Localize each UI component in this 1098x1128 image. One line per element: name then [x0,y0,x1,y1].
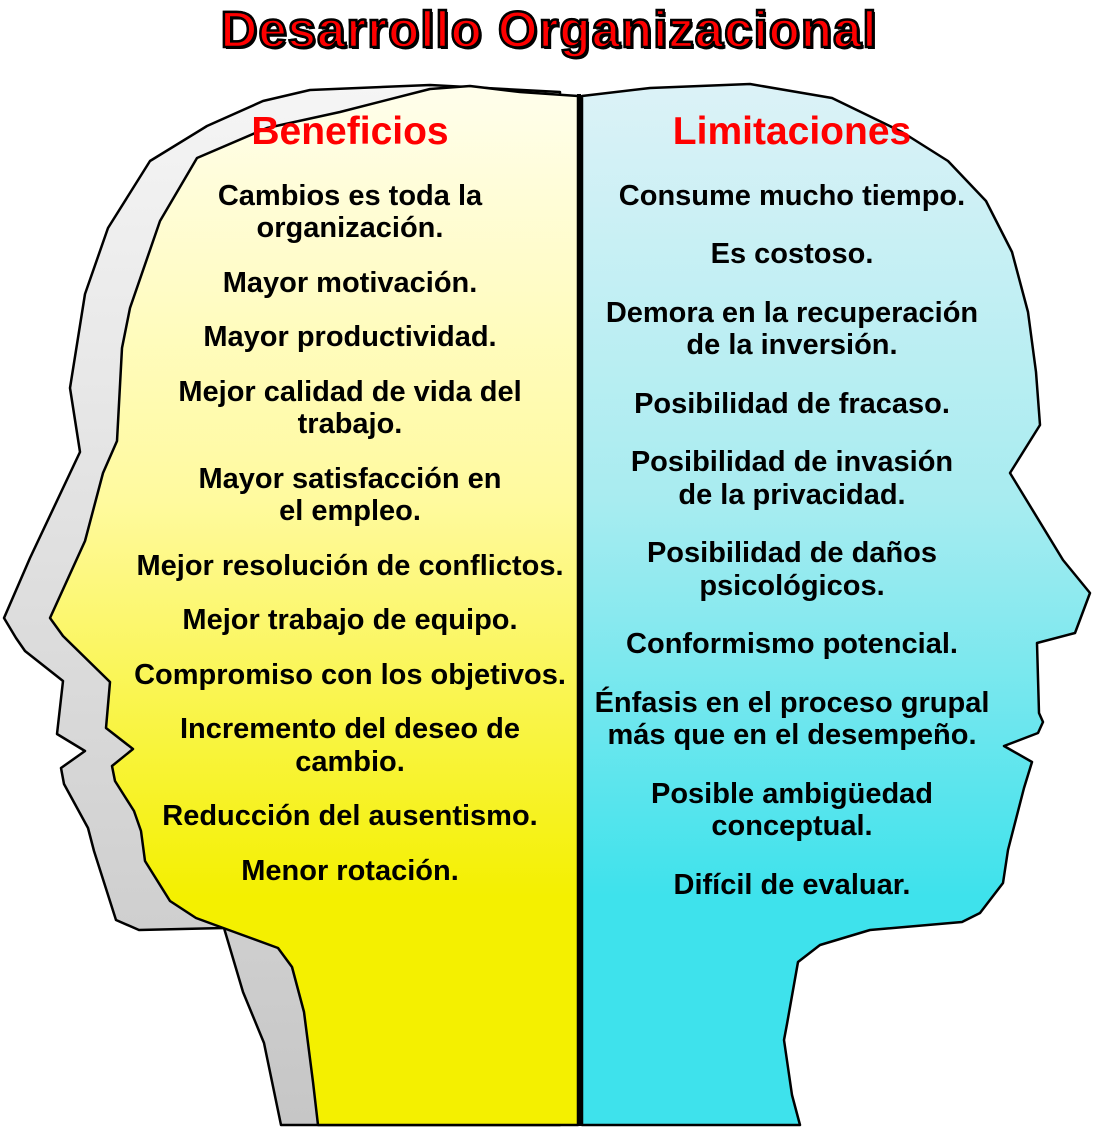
limitations-heading: Limitaciones [672,110,912,153]
benefit-item: Incremento del deseo de cambio. [179,713,521,778]
limitation-item: Posibilidad de fracaso. [634,387,950,420]
benefit-item: Reducción del ausentismo. [162,800,538,833]
benefit-item: Menor rotación. [241,854,459,887]
benefits-list: Cambios es toda la organización. Mayor mo… [105,180,595,887]
benefit-item: Cambios es toda la organización. [217,180,483,245]
benefit-item: Mejor calidad de vida del trabajo. [178,375,522,441]
limitation-item: Demora en la recuperación de la inversió… [605,296,979,362]
benefit-item: Mayor satisfacción en el empleo. [198,462,502,528]
limitation-item: Consume mucho tiempo. [618,180,966,212]
limitation-item: Énfasis en el proceso grupal más que en … [594,686,990,752]
benefit-item: Mayor motivación. [222,266,478,299]
page-title: Desarrollo Organizacional [219,0,878,59]
benefit-item: Mejor resolución de conflictos. [136,549,564,582]
limitations-list: Consume mucho tiempo. Es costoso. Demora e… [586,180,998,901]
limitation-item: Posibilidad de daños psicológicos. [646,537,938,602]
limitations-panel: Limitaciones Consume mucho tiempo. Es cos… [586,110,998,927]
right-head-shape [580,82,1092,1127]
limitation-item: Difícil de evaluar. [673,868,911,901]
left-head-shape [48,84,580,1127]
limitation-item: Posible ambigüedad conceptual. [651,777,933,843]
limitation-item: Es costoso. [710,238,874,271]
benefits-heading: Beneficios [251,110,449,153]
benefit-item: Compromiso con los objetivos. [134,658,566,691]
center-divider-line [577,94,581,1126]
limitation-item: Posibilidad de invasión de la privacidad… [630,446,954,511]
benefits-panel: Beneficios Cambios es toda la organizaci… [105,110,595,909]
limitation-item: Conformismo potencial. [626,628,958,661]
benefit-item: Mayor productividad. [203,321,497,354]
benefit-item: Mejor trabajo de equipo. [182,604,518,637]
